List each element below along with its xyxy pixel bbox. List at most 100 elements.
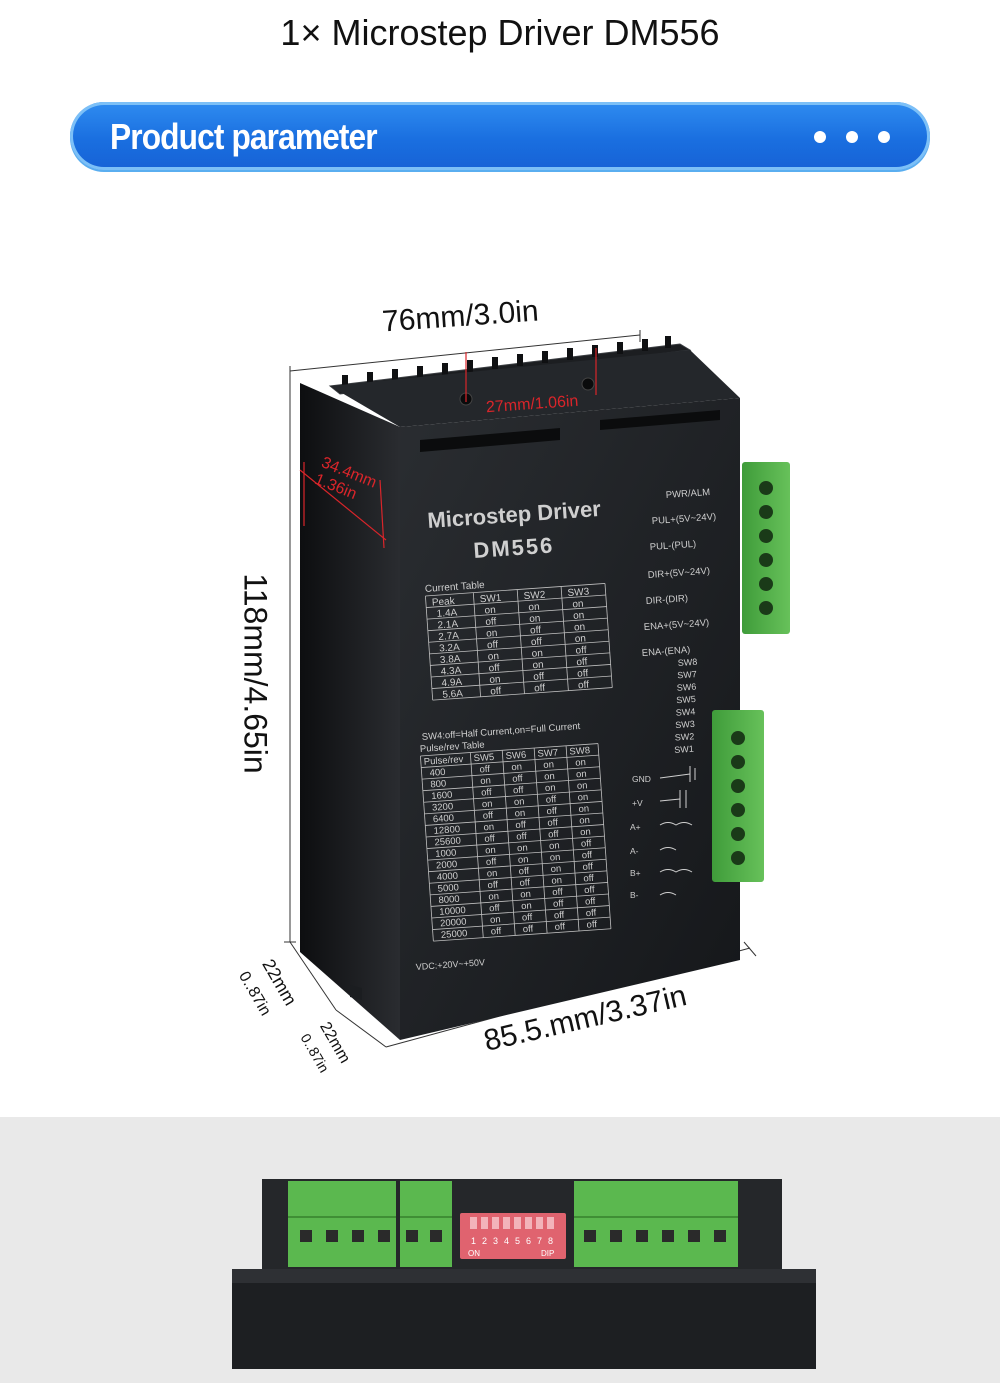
pulse-table-cell: off bbox=[486, 856, 497, 868]
current-table-title: Current Table bbox=[425, 580, 486, 595]
dip-number: 5 bbox=[515, 1236, 520, 1246]
pulse-table-cell: off bbox=[512, 773, 523, 785]
table-rule bbox=[423, 789, 602, 803]
power-label: B+ bbox=[630, 868, 641, 878]
current-table-header: SW2 bbox=[523, 590, 546, 603]
table-rule bbox=[429, 640, 610, 655]
current-table-header: SW3 bbox=[567, 587, 590, 600]
pulse-table-cell: off bbox=[581, 838, 592, 850]
power-labels: GND+VA+A-B+B- bbox=[630, 774, 651, 900]
pulse-table-cell: on bbox=[480, 775, 491, 787]
pulse-table-cell: on bbox=[517, 843, 528, 855]
current-table-cell: off bbox=[533, 671, 545, 683]
current-table-cell: on bbox=[484, 605, 496, 617]
current-table-cell: on bbox=[487, 651, 499, 663]
table-rule bbox=[427, 847, 606, 861]
pulse-table-cell: on bbox=[551, 875, 562, 887]
pulse-table-cell: on bbox=[545, 782, 556, 794]
table-rule bbox=[427, 606, 607, 620]
pulse-table-cell: 3200 bbox=[432, 801, 454, 813]
pulse-table-cell: 20000 bbox=[440, 917, 467, 930]
pulse-table-cell: on bbox=[514, 796, 525, 808]
current-table-cell: 4.3A bbox=[440, 665, 462, 677]
table-rule bbox=[431, 905, 610, 919]
pulse-table-cell: on bbox=[486, 868, 497, 880]
pulse-table-header: SW6 bbox=[505, 750, 526, 762]
table-rule bbox=[469, 752, 484, 938]
table-rule bbox=[430, 882, 608, 896]
current-table-cell: on bbox=[486, 628, 498, 640]
signal-labels: PWR/ALMPUL+(5V~24V)PUL-(PUL)DIR+(5V~24V)… bbox=[641, 487, 716, 659]
current-table-cell: on bbox=[573, 610, 585, 622]
pulse-table-cell: off bbox=[547, 817, 558, 829]
table-rule bbox=[431, 675, 612, 689]
table-rule bbox=[501, 750, 516, 936]
switch-label: SW3 bbox=[675, 719, 695, 730]
current-table-cell: off bbox=[534, 683, 546, 695]
pulse-table-cell: 25600 bbox=[434, 836, 461, 849]
current-table-cell: 1.4A bbox=[436, 607, 458, 619]
signal-label: ENA+(5V~24V) bbox=[643, 617, 709, 633]
signal-label: DIR+(5V~24V) bbox=[647, 566, 710, 581]
pulse-table-cell: off bbox=[546, 806, 557, 818]
pulse-table-cell: off bbox=[545, 794, 556, 806]
signal-label: ENA-(ENA) bbox=[641, 645, 690, 659]
dip-dip-label: DIP bbox=[541, 1249, 554, 1258]
pulse-table-cell: off bbox=[585, 896, 596, 908]
pulse-table-cell: off bbox=[490, 926, 501, 938]
pulse-table-cell: off bbox=[552, 887, 563, 899]
pulse-table-cell: off bbox=[585, 907, 596, 919]
current-table-cell: on bbox=[528, 602, 540, 614]
table-rule bbox=[420, 755, 434, 942]
table-rule bbox=[597, 743, 612, 929]
table-rule bbox=[604, 583, 613, 688]
pulse-table-cell: off bbox=[481, 787, 492, 799]
table-rule bbox=[421, 754, 599, 768]
pulse-table-cell: on bbox=[550, 863, 561, 875]
pulse-table-cell: off bbox=[554, 921, 565, 933]
switch-label: SW7 bbox=[677, 669, 697, 680]
pulse-table-cell: off bbox=[482, 810, 493, 822]
table-rule bbox=[426, 835, 605, 849]
table-rule bbox=[427, 617, 608, 632]
table-rule bbox=[433, 928, 611, 942]
page-title: 1× Microstep Driver DM556 bbox=[280, 12, 720, 53]
dim-height: 118mm/4.65in bbox=[237, 573, 274, 774]
pulse-table-cell: on bbox=[514, 808, 525, 820]
pulse-table-cell: on bbox=[549, 852, 560, 864]
dip-number: 1 bbox=[471, 1236, 476, 1246]
current-table-cell: off bbox=[488, 663, 500, 675]
switch-label: SW5 bbox=[676, 694, 696, 705]
pulse-table-cell: off bbox=[554, 910, 565, 922]
table-rule bbox=[432, 916, 611, 930]
pulse-table-cell: off bbox=[548, 829, 559, 841]
table-rule bbox=[472, 592, 481, 697]
pulse-table-cell: off bbox=[518, 866, 529, 878]
dip-on-label: ON bbox=[468, 1249, 480, 1258]
pulse-table-cell: off bbox=[522, 924, 533, 936]
current-table-cell: on bbox=[572, 599, 584, 611]
table-rule bbox=[420, 743, 599, 757]
vdc-label: VDC:+20V~+50V bbox=[415, 957, 485, 972]
switch-label: SW1 bbox=[674, 744, 694, 755]
pulse-table-cell: on bbox=[580, 827, 591, 839]
pulse-table-cell: 6400 bbox=[433, 813, 455, 825]
current-table-cell: off bbox=[531, 636, 543, 648]
table-rule bbox=[428, 858, 607, 873]
pulse-table-cell: 400 bbox=[429, 767, 446, 779]
dip-number: 3 bbox=[493, 1236, 498, 1246]
pulse-table-cell: on bbox=[577, 792, 588, 804]
pulse-table-cell: on bbox=[518, 854, 529, 866]
table-rule bbox=[422, 777, 601, 792]
switch-label: SW4 bbox=[675, 706, 695, 717]
pulse-table-cell: off bbox=[513, 785, 524, 797]
table-rule bbox=[428, 629, 609, 643]
dot-icon bbox=[846, 131, 858, 143]
switch-label: SW2 bbox=[674, 731, 694, 742]
pulse-table-cell: on bbox=[543, 759, 554, 771]
table-rule bbox=[422, 766, 600, 780]
switch-label: SW8 bbox=[677, 657, 697, 668]
pulse-table-cell: off bbox=[515, 819, 526, 831]
